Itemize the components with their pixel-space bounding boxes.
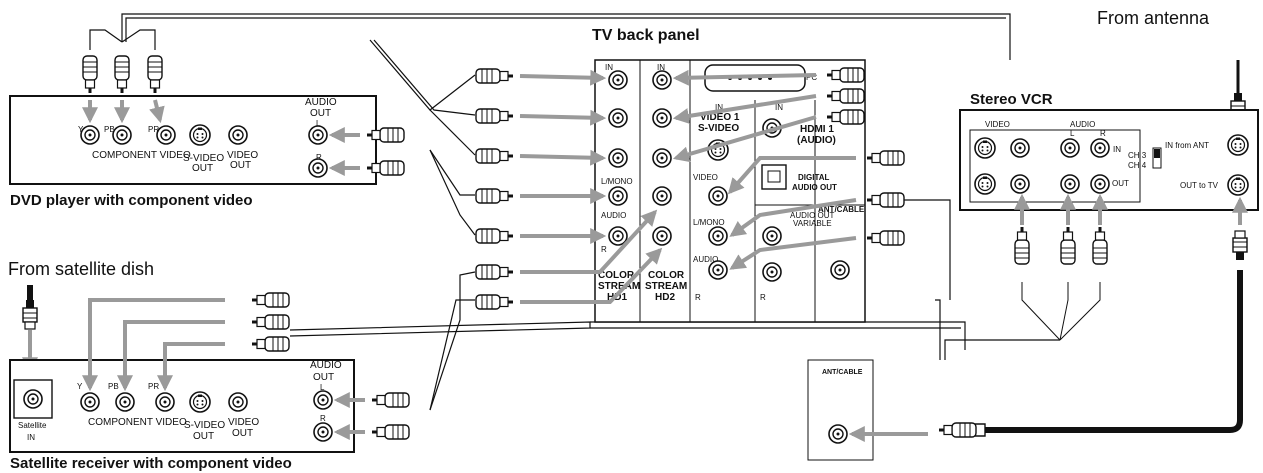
vcr-in-from-ant-label: IN from ANT	[1165, 141, 1209, 150]
dvd-component-video-label: COMPONENT VIDEO	[92, 150, 191, 161]
satellite-receiver-title: Satellite receiver with component video	[10, 455, 292, 472]
sat-audio-l-label: L	[320, 383, 325, 392]
vcr-ch3-label: CH 3	[1128, 151, 1147, 160]
sat-audio-out-label: OUT	[313, 372, 334, 383]
dvd-audio-out-label: OUT	[310, 108, 331, 119]
vcr-plugs	[1014, 193, 1248, 341]
vcr-in-label: IN	[1113, 145, 1121, 154]
tv-lmono-2: L/MONO	[693, 218, 725, 227]
dvd-pb-label: PB	[104, 125, 115, 134]
dvd-audio-label: AUDIO	[305, 97, 337, 108]
tv-audio-2: AUDIO	[693, 255, 718, 264]
sat-component-video-label: COMPONENT VIDEO	[88, 417, 187, 428]
tv-in-4: IN	[775, 103, 783, 112]
tv-ant-cable-label: ANT/CABLE	[818, 205, 865, 214]
tv-back-panel-title: TV back panel	[592, 27, 700, 44]
signal-wires	[89, 13, 1060, 411]
tv-audio-out-var-2: VARIABLE	[793, 219, 832, 228]
vcr-out-label: OUT	[1112, 179, 1129, 188]
sat-y-label: Y	[77, 382, 83, 391]
tv-svideo-label: S-VIDEO	[698, 123, 739, 134]
tv-audio-1: AUDIO	[601, 211, 626, 220]
tv-r-2: R	[695, 293, 701, 302]
tv-r-3: R	[760, 293, 766, 302]
dvd-svideo-out-label: OUT	[192, 163, 213, 174]
dvd-svideo-label: S-VIDEO	[183, 153, 224, 164]
inset-ant-cable-label: ANT/CABLE	[822, 369, 863, 376]
sat-in-label: IN	[27, 433, 35, 442]
antenna-cable	[985, 270, 1243, 433]
tv-in-2: IN	[657, 63, 665, 72]
tv-digital-audio-1: DIGITAL	[798, 173, 830, 182]
tv-cs-hd2-2: STREAM	[645, 281, 687, 292]
tv-r-1: R	[601, 245, 607, 254]
sat-satellite-label: Satellite	[18, 421, 47, 430]
tv-in-3: IN	[715, 103, 723, 112]
stereo-vcr-title: Stereo VCR	[970, 91, 1053, 108]
tv-cs-hd1-2: STREAM	[598, 281, 640, 292]
tv-left-plugs	[475, 68, 663, 310]
tv-cs-hd2-1: COLOR	[648, 270, 685, 281]
vcr-audio-label: AUDIO	[1070, 120, 1095, 129]
ant-cable-inset: ANT/CABLE	[807, 359, 986, 461]
tv-lmono-1: L/MONO	[601, 177, 633, 186]
dvd-audio-l-label: L	[316, 119, 321, 128]
tv-hdmi-audio-label: (AUDIO)	[797, 135, 836, 146]
sat-audio-r-label: R	[320, 414, 326, 423]
dvd-video-out-label: OUT	[230, 160, 251, 171]
tv-in-1: IN	[605, 63, 613, 72]
dvd-component-plugs	[82, 55, 165, 124]
dvd-player-title: DVD player with component video	[10, 192, 253, 209]
from-antenna-label: From antenna	[1097, 8, 1210, 28]
sat-video-label: VIDEO	[228, 417, 259, 428]
sat-svideo-label: S-VIDEO	[184, 420, 225, 431]
sat-pr-label: PR	[148, 382, 159, 391]
tv-cs-hd1-1: COLOR	[598, 270, 635, 281]
vcr-ch4-label: CH 4	[1128, 161, 1147, 170]
from-satellite-label: From satellite dish	[8, 259, 154, 279]
satellite-receiver: Satellite IN Y PB PR COMPONENT VIDEO S-V…	[9, 359, 355, 453]
dvd-y-label: Y	[78, 125, 84, 134]
tv-video1-label: VIDEO 1	[700, 112, 740, 123]
vcr-video-label: VIDEO	[985, 120, 1010, 129]
dvd-video-label: VIDEO	[227, 150, 258, 161]
sat-audio-label: AUDIO	[310, 360, 342, 371]
vcr-r-label: R	[1100, 129, 1106, 138]
sat-svideo-out-label: OUT	[193, 431, 214, 442]
stereo-vcr: VIDEO AUDIO L R IN OUT CH 3 CH 4 IN from…	[959, 109, 1259, 211]
tv-cs-hd2-3: HD2	[655, 292, 675, 303]
tv-pc-label: PC	[806, 73, 817, 82]
dvd-audio-plugs	[328, 127, 405, 176]
tv-right-plugs	[672, 67, 905, 270]
tv-cs-hd1-3: HD1	[607, 292, 627, 303]
dvd-pr-label: PR	[148, 125, 159, 134]
dvd-player: Y PB PR COMPONENT VIDEO S-VIDEO OUT VIDE…	[9, 95, 377, 185]
vcr-l-label: L	[1070, 129, 1075, 138]
satellite-audio-plugs	[333, 392, 410, 440]
sat-pb-label: PB	[108, 382, 119, 391]
sat-video-out-label: OUT	[232, 428, 253, 439]
dvd-audio-r-label: R	[316, 153, 322, 162]
vcr-out-to-tv-label: OUT to TV	[1180, 181, 1219, 190]
tv-digital-audio-2: AUDIO OUT	[792, 183, 837, 192]
satellite-component-plugs	[82, 292, 290, 392]
tv-hdmi-label: HDMI 1	[800, 124, 834, 135]
tv-video-label: VIDEO	[693, 173, 718, 182]
tv-audio-out-var-1: AUDIO OUT	[790, 211, 835, 220]
